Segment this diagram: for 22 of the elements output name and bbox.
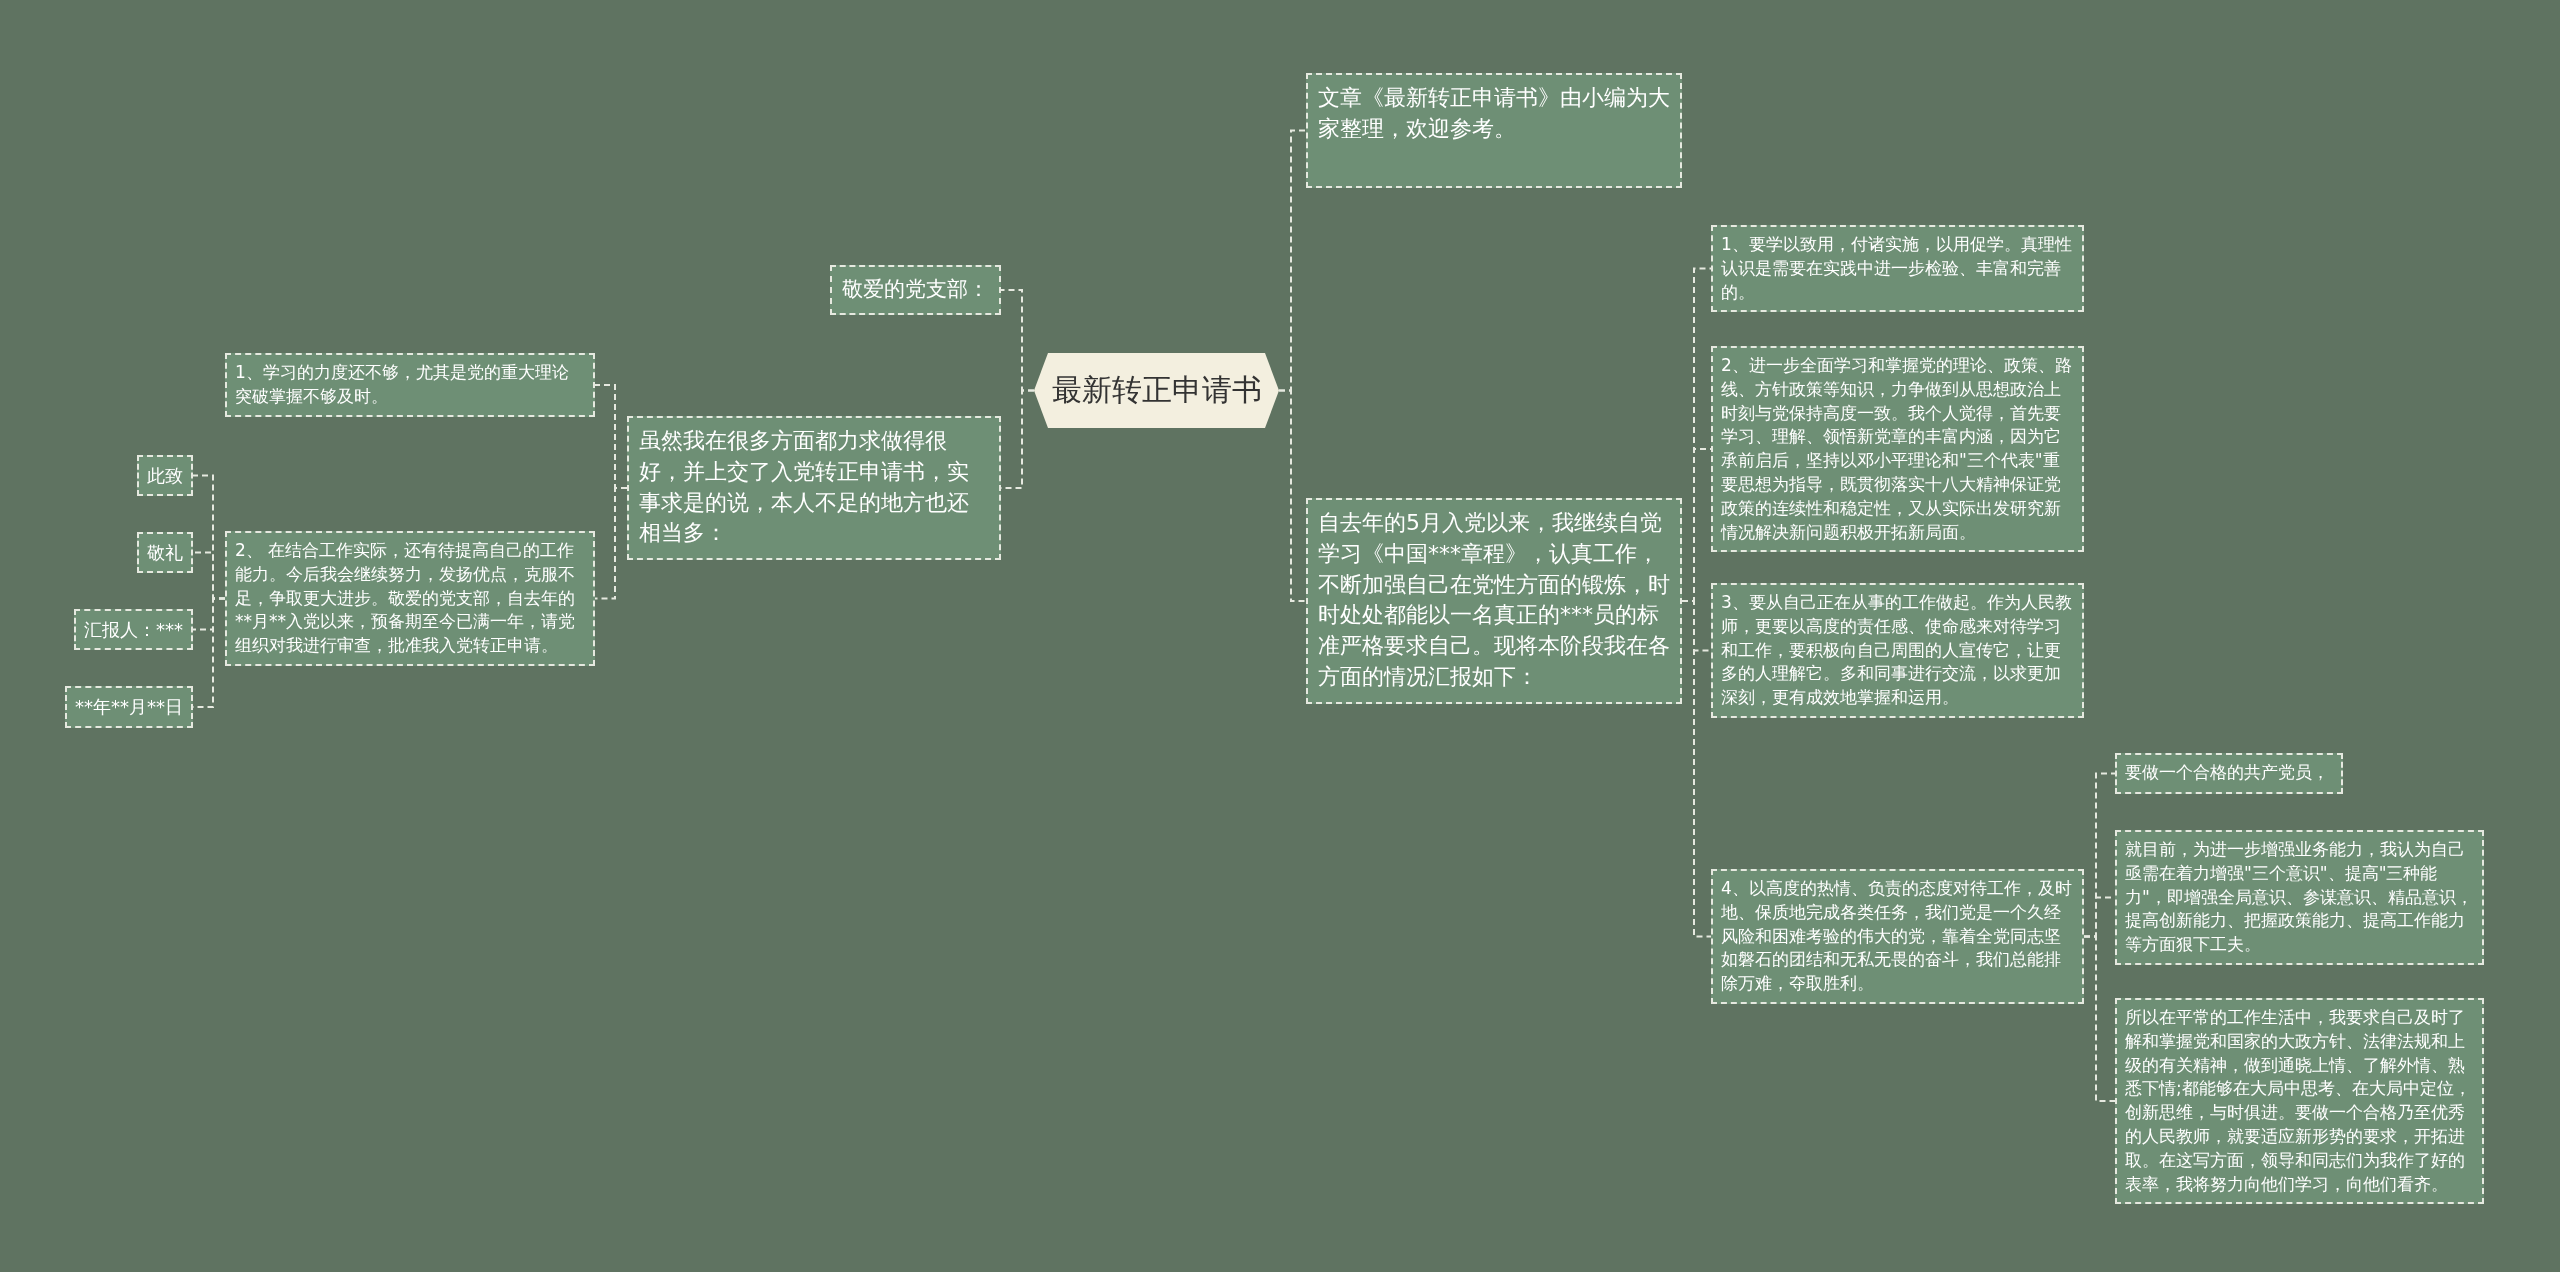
topic-box: 要做一个合格的共产党员，	[2115, 753, 2343, 794]
topic-box: 3、要从自己正在从事的工作做起。作为人民教师，更要以高度的责任感、使命感来对待学习和工作，要积极向自己周围的人宣传它，让更多的人理解它。多和同事进行交流，以求更加深刻，更有成效地掌握和运用。	[1711, 583, 2084, 718]
topic-box: 汇报人：***	[74, 609, 193, 651]
topic-box: 1、要学以致用，付诸实施，以用促学。真理性认识是需要在实践中进一步检验、丰富和完善的。	[1711, 225, 2084, 313]
topic-box: 文章《最新转正申请书》由小编为大家整理，欢迎参考。	[1306, 73, 1682, 188]
connector-line	[594, 487, 628, 600]
topic-box: 敬爱的党支部：	[830, 265, 1001, 315]
topic-hexagon: 最新转正申请书	[1034, 353, 1279, 428]
connector-line	[1681, 600, 1712, 938]
topic-box: 所以在平常的工作生活中，我要求自己及时了解和掌握党和国家的大政方针、法律法规和上级的有关精神，做到通晓上情、了解外情、熟悉下情;都能够在大局中思考、在大局中定位，创新思维，与时俱进。要做一个合格乃至优秀的人民教师，就要适应新形势的要求，开拓进取。在这写方面，领导和同志们为我作了好的表率，我将努力向他们学习，向他们看齐。	[2115, 998, 2484, 1205]
connector-line	[2083, 935, 2116, 1102]
topic-box: **年**月**日	[65, 686, 193, 728]
topic-box: 自去年的5月入党以来，我继续自觉学习《中国***章程》，认真工作，不断加强自己在党性方面的锻炼，时时处处都能以一名真正的***员的标准严格要求自己。现将本阶段我在各方面的情况汇报如下：	[1306, 498, 1682, 704]
topic-box: 1、学习的力度还不够，尤其是党的重大理论突破掌握不够及时。	[225, 353, 595, 417]
topic-box: 2、 在结合工作实际，还有待提高自己的工作能力。今后我会继续努力，发扬优点，克服不足，争取更大进步。敬爱的党支部，自去年的**月**入党以来，预备期至今已满一年，请党组织对我进行审查，批准我入党转正申请。	[225, 531, 595, 666]
connector-line	[1278, 389, 1307, 602]
topic-box: 4、以高度的热情、负责的态度对待工作，及时地、保质地完成各类任务，我们党是一个久经风险和困难考验的伟大的党，靠着全党同志坚如磐石的团结和无私无畏的奋斗，我们总能排除万难，夺取胜利。	[1711, 869, 2084, 1004]
topic-box: 虽然我在很多方面都力求做得很好，并上交了入党转正申请书，实事求是的说，本人不足的地方也还相当多：	[627, 416, 1001, 560]
topic-box: 2、进一步全面学习和掌握党的理论、政策、路线、方针政策等知识，力争做到从思想政治上时刻与党保持高度一致。我个人觉得，首先要学习、理解、领悟新党章的丰富内涵，因为它承前启后，坚持以邓小平理论和"三个代表"重要思想为指导，既贯彻落实十八大精神保证党政策的连续性和稳定性，又从实际出发研究新情况解决新问题积极开拓新局面。	[1711, 346, 2084, 553]
topic-box: 此致	[137, 455, 193, 497]
topic-box: 敬礼	[137, 532, 193, 574]
topic-box: 就目前，为进一步增强业务能力，我认为自己亟需在着力增强"三个意识"、提高"三种能力"，即增强全局意识、参谋意识、精品意识，提高创新能力、把握政策能力、提高工作能力等方面狠下工夫。	[2115, 830, 2484, 965]
